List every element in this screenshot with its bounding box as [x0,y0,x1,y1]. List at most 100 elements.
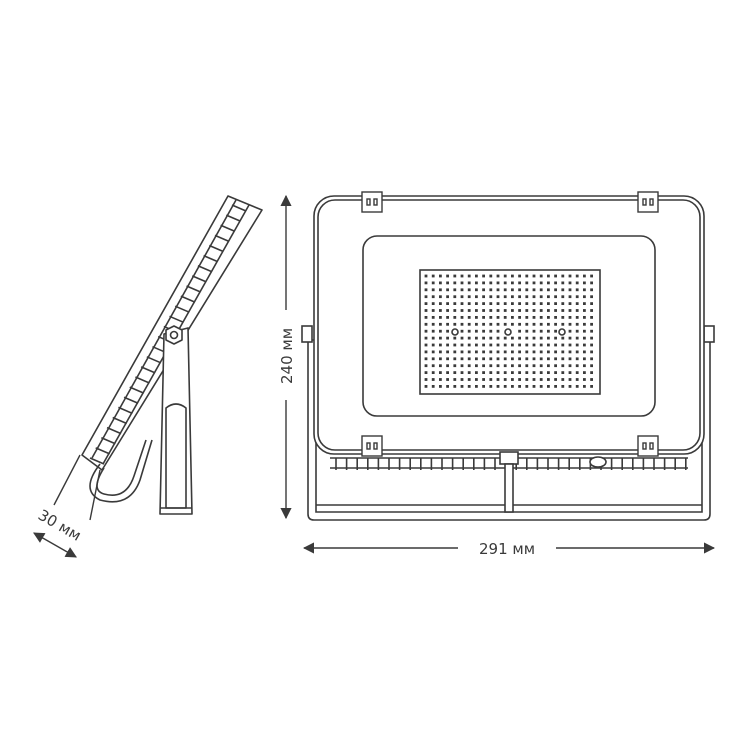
led-dot [431,274,435,278]
led-dot [431,309,435,312]
led-dot [554,357,557,361]
front-view [301,195,715,521]
led-dot [453,295,457,299]
led-dot [424,343,428,347]
led-dot [460,336,464,340]
led-dot [511,364,514,368]
led-dot [539,371,543,374]
front-view-right-pivot-bolt [703,325,715,343]
led-dot [460,316,464,319]
led-dot [439,288,442,292]
led-dot [583,357,586,361]
led-dot [583,378,586,381]
led-dot [503,336,507,340]
led-dot [568,364,572,368]
led-dot [489,343,493,347]
led-dot [583,322,586,326]
led-dot [496,357,500,361]
led-dot [446,281,449,285]
led-dot [489,385,493,388]
led-dot [439,385,442,388]
led-dot [431,295,435,299]
led-dot [583,281,586,285]
led-dot [568,378,572,381]
led-dot [424,309,428,312]
led-dot [446,316,449,319]
led-dot [503,378,507,381]
led-dot [489,281,493,285]
led-dot [539,288,543,292]
led-dot [547,302,550,305]
led-dot [568,322,572,326]
side-fin [197,264,213,273]
led-dot [547,281,550,285]
led-dot [590,357,593,361]
side-fin [140,366,156,374]
led-dot [539,329,543,333]
led-dot [431,343,435,347]
led-dot [525,343,529,347]
led-dot [460,288,464,292]
led-dot [503,295,507,299]
led-dot [489,371,493,374]
led-dot [547,357,550,361]
led-dot [460,274,464,278]
led-dot [561,316,565,319]
led-dot [554,316,557,319]
led-dot [482,371,485,374]
led-dot [590,378,593,381]
led-dot [460,309,464,312]
led-dot [511,385,514,388]
led-dot [503,343,507,347]
led-dot [554,295,557,299]
led-dot [431,364,435,368]
led-dot [446,364,449,368]
led-dot [489,329,493,333]
led-dot [439,350,442,354]
led-dot [554,385,557,388]
led-dot [489,309,493,312]
led-dot [439,378,442,381]
led-dot [525,378,529,381]
led-dot [532,350,536,354]
led-dot [489,316,493,319]
led-dot [547,295,550,299]
led-dot [525,281,529,285]
led-dot [539,322,543,326]
led-dot [532,309,536,312]
led-dot [518,364,521,368]
led-dot [475,343,478,347]
led-dot [496,281,500,285]
led-dot [439,371,442,374]
side-view-bracket [159,327,193,515]
led-dot [503,350,507,354]
led-dot [583,309,586,312]
led-dot [518,385,521,388]
led-dot [511,288,514,292]
led-dot [496,336,500,340]
led-dot [561,343,565,347]
led-dot [547,329,550,333]
led-dot [467,288,471,292]
led-dot [482,364,485,368]
led-dot [431,336,435,340]
led-dot [518,329,521,333]
led-dot [561,288,565,292]
led-dot [453,364,457,368]
led-dot [532,288,536,292]
led-dot [482,274,485,278]
led-dot [424,302,428,305]
led-dot [424,385,428,388]
led-dot [489,336,493,340]
led-dot [554,343,557,347]
led-dot [424,281,428,285]
led-dot [547,385,550,388]
led-dot [503,274,507,278]
led-dot [446,274,449,278]
front-view-mounting-clips [361,191,659,457]
led-dot [496,309,500,312]
led-dot [532,343,536,347]
led-dot [511,316,514,319]
led-dot [489,357,493,361]
led-dot [561,274,565,278]
